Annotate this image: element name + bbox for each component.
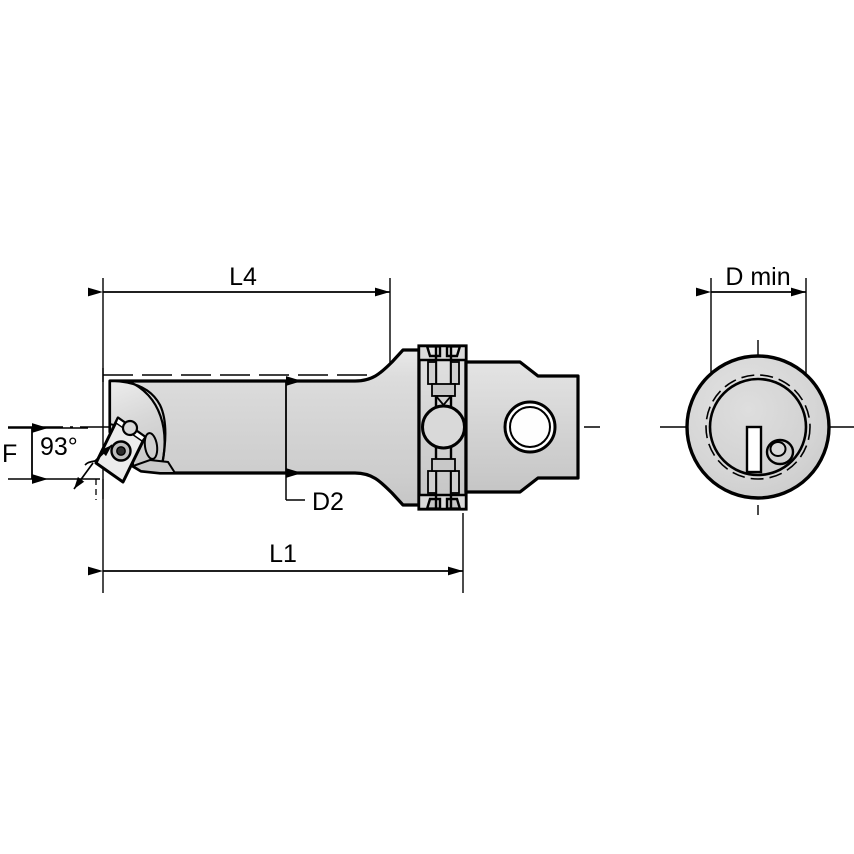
nose-screw-boss	[121, 419, 139, 437]
coolant-outlet-ellipse	[143, 432, 159, 460]
adapter-cross-bore-inner	[509, 406, 551, 448]
end-view	[660, 340, 854, 515]
flange-upper-lock-detail	[427, 361, 460, 407]
boring-bar-body	[94, 348, 421, 507]
dimension-angle-93: 93°	[40, 433, 113, 490]
lock-rod-v-tip	[434, 395, 453, 407]
end-view-screw-socket	[769, 441, 787, 457]
angle-label: 93°	[40, 433, 78, 461]
end-view-dashed-reference-circle	[705, 374, 811, 480]
l1-label: L1	[269, 540, 297, 568]
flange-top-groove	[417, 344, 468, 362]
end-view-insert-flat	[745, 425, 763, 474]
angle-leader-lower	[73, 462, 94, 490]
l4-label: L4	[229, 263, 257, 291]
modular-coupling-flange	[417, 344, 468, 511]
flange-lower-lock-detail	[427, 458, 460, 494]
angle-leader-upper	[94, 444, 113, 462]
nose-seam-curve	[127, 379, 166, 474]
coupling-lock-ball	[421, 404, 466, 450]
dimension-l4: L4	[88, 263, 390, 297]
dmin-label: D min	[725, 263, 790, 291]
adapter-shank	[464, 360, 580, 494]
dimension-d2: D2	[285, 376, 344, 516]
d2-label: D2	[312, 488, 344, 516]
f-label: F	[2, 440, 17, 468]
dimension-f: F	[2, 423, 100, 484]
dimension-l1: L1	[88, 540, 463, 576]
flange-bottom-groove	[417, 493, 468, 511]
side-view-extension-lines	[102, 278, 464, 593]
angle-arc	[84, 460, 96, 466]
insert-screw-socket	[116, 446, 126, 456]
nose-relief-tail	[130, 458, 177, 474]
